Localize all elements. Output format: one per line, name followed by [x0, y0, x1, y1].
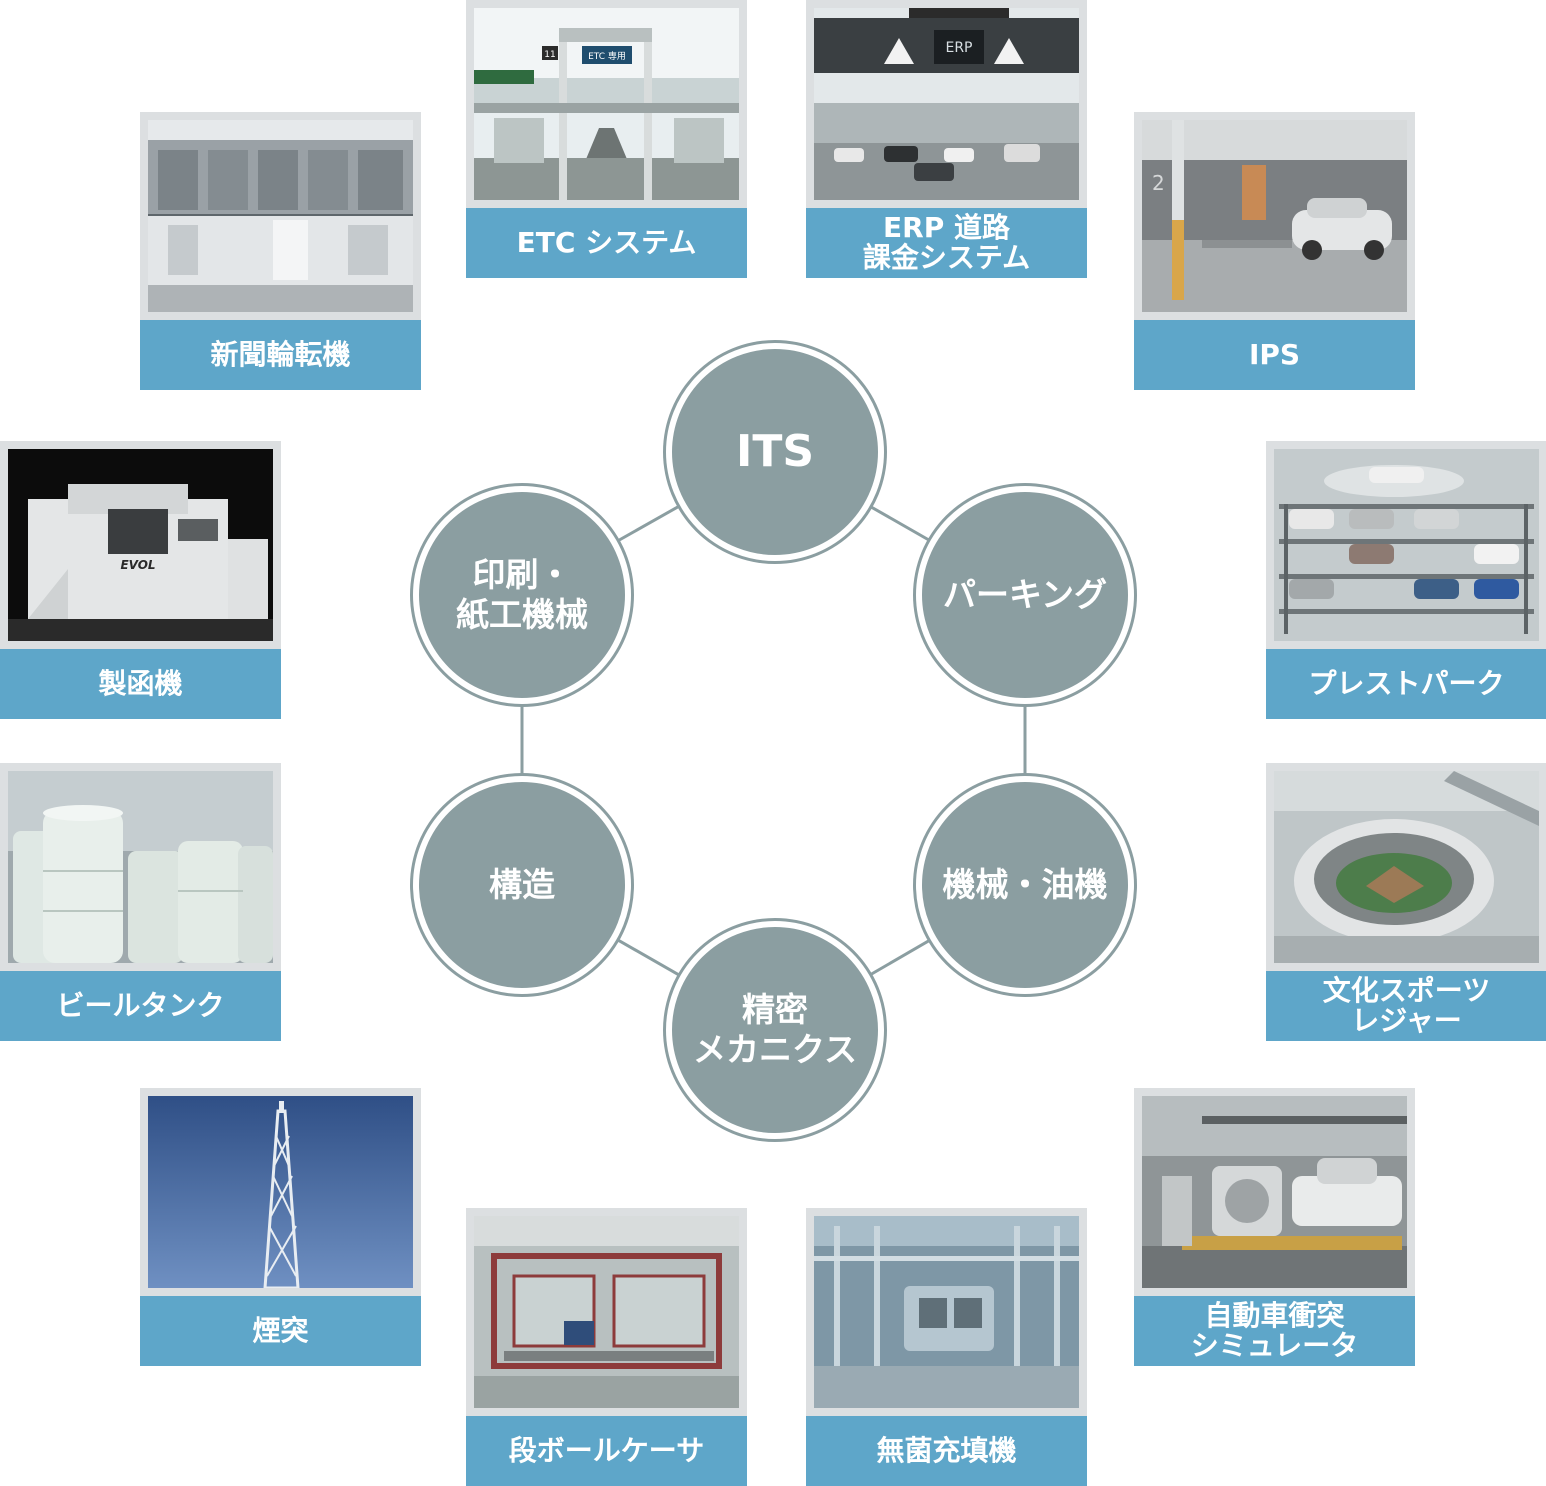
box-maker-logo-text: EVOL — [120, 558, 155, 572]
hub-precision-mechanics: 精密 メカニクス — [666, 921, 884, 1139]
caption-ips: IPS — [1134, 320, 1415, 390]
product-card-case-packer[interactable]: 段ボールケーサ — [466, 1208, 747, 1486]
product-card-etc[interactable]: ETC 専用 11 ETC システム — [466, 0, 747, 278]
product-card-beer-tank[interactable]: ビールタンク — [0, 763, 281, 1041]
crash-sim-photo — [1142, 1096, 1407, 1288]
etc-photo: ETC 専用 11 — [474, 8, 739, 200]
hub-structure: 構造 — [413, 776, 631, 994]
caption-prest-park: プレストパーク — [1266, 649, 1546, 719]
chimney-photo — [148, 1096, 413, 1288]
caption-box-maker: 製函機 — [0, 649, 281, 719]
etc-sign-text: ETC 専用 — [588, 50, 626, 62]
hub-its: ITS — [666, 343, 884, 561]
hub-parking: パーキング — [916, 486, 1134, 704]
stadium-photo — [1274, 771, 1539, 963]
newspaper-press-photo — [148, 120, 413, 312]
caption-aseptic-filler: 無菌充填機 — [806, 1416, 1087, 1486]
product-card-aseptic-filler[interactable]: 無菌充填機 — [806, 1208, 1087, 1486]
caption-chimney: 煙突 — [140, 1296, 421, 1366]
product-card-box-maker[interactable]: EVOL 製函機 — [0, 441, 281, 719]
case-packer-photo — [474, 1216, 739, 1408]
caption-case-packer: 段ボールケーサ — [466, 1416, 747, 1486]
erp-sign-text: ERP — [945, 40, 972, 56]
prest-park-photo — [1274, 449, 1539, 641]
product-card-ips[interactable]: 2 1 IPS — [1134, 112, 1415, 390]
caption-beer-tank: ビールタンク — [0, 971, 281, 1041]
product-card-prest-park[interactable]: プレストパーク — [1266, 441, 1546, 719]
caption-newspaper-press: 新聞輪転機 — [140, 320, 421, 390]
etc-lane-number: 11 — [544, 50, 555, 60]
caption-culture-sports: 文化スポーツ レジャー — [1266, 971, 1546, 1041]
aseptic-filler-photo — [814, 1216, 1079, 1408]
caption-erp: ERP 道路 課金システム — [806, 208, 1087, 278]
product-card-erp[interactable]: ERP ERP 道路 課金システム — [806, 0, 1087, 278]
caption-crash-simulator: 自動車衝突 シミュレータ — [1134, 1296, 1415, 1366]
product-card-crash-simulator[interactable]: 自動車衝突 シミュレータ — [1134, 1088, 1415, 1366]
erp-photo: ERP — [814, 8, 1079, 200]
hub-machinery: 機械・油機 — [916, 776, 1134, 994]
ips-photo: 2 1 — [1142, 120, 1407, 312]
hub-printing-paper-machinery: 印刷・ 紙工機械 — [413, 486, 631, 704]
caption-etc: ETC システム — [466, 208, 747, 278]
box-maker-photo: EVOL — [8, 449, 273, 641]
beer-tank-photo — [8, 771, 273, 963]
product-card-newspaper-press[interactable]: 新聞輪転機 — [140, 112, 421, 390]
product-card-culture-sports[interactable]: 文化スポーツ レジャー — [1266, 763, 1546, 1041]
product-card-chimney[interactable]: 煙突 — [140, 1088, 421, 1366]
